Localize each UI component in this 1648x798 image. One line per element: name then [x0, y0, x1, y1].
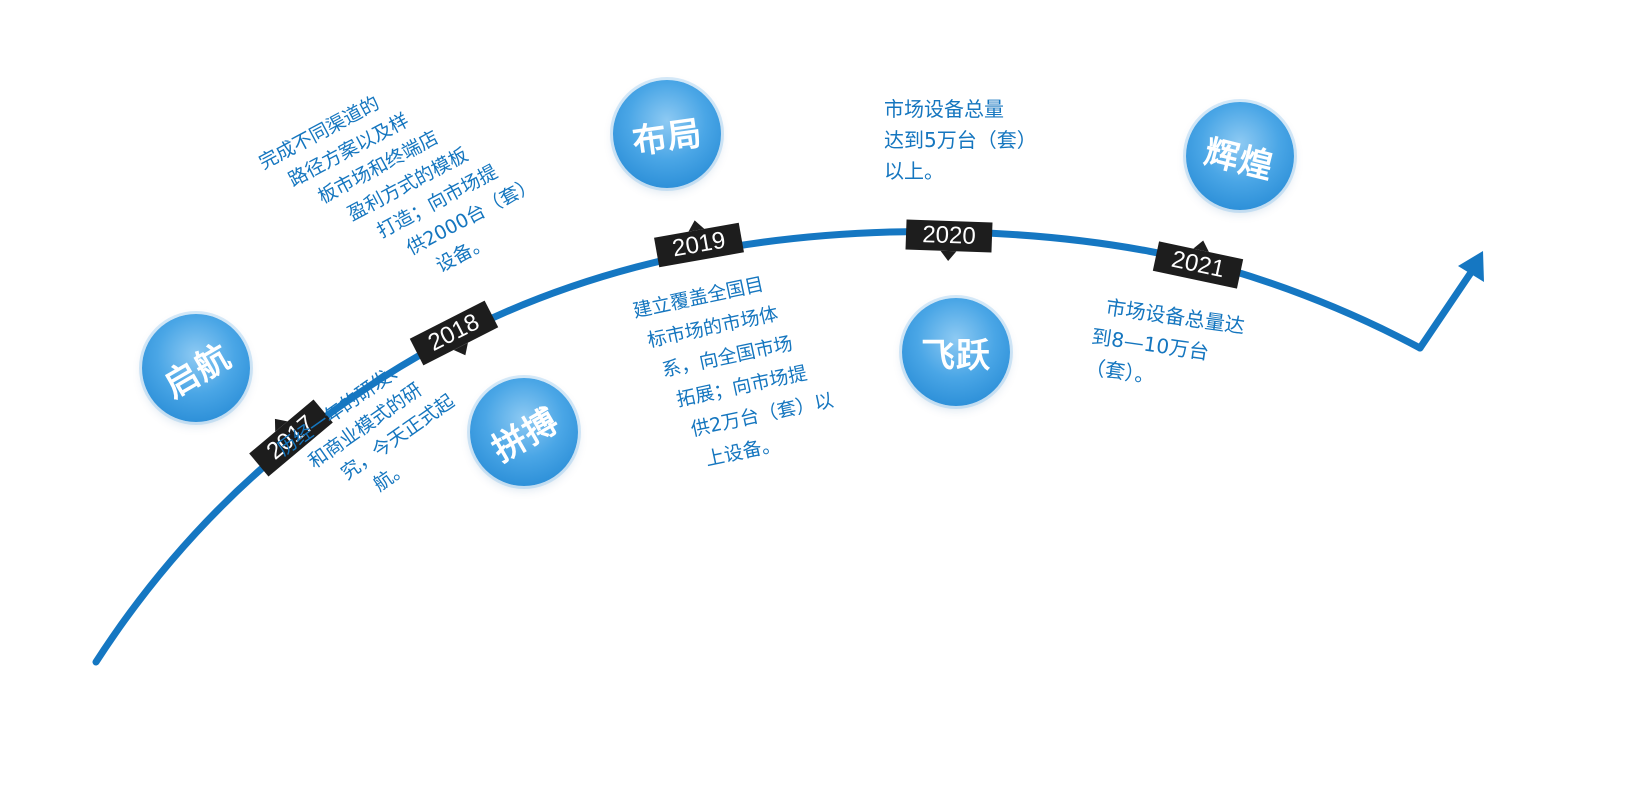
- milestone-bubble-2021: 辉煌: [1186, 102, 1294, 210]
- description-line: 达到5万台（套）: [884, 128, 1037, 152]
- milestone-bubble-2019: 布局: [613, 80, 721, 188]
- milestone-bubble-2018: 拼搏: [470, 378, 578, 486]
- milestone-title: 飞跃: [921, 335, 991, 376]
- year-label: 2020: [921, 221, 977, 250]
- year-tag-2020: 2020: [905, 219, 993, 253]
- milestone-title: 拼搏: [485, 400, 567, 470]
- milestone-description-2020: 市场设备总量 达到5万台（套） 以上。: [884, 94, 1037, 187]
- description-line: 市场设备总量: [884, 97, 1004, 121]
- milestone-description-2021: 市场设备总量达 到8—10万台 （套）。: [1084, 292, 1247, 404]
- arrow-shaft: [1416, 264, 1478, 352]
- milestone-bubble-2020: 飞跃: [902, 298, 1010, 406]
- milestone-title: 启航: [157, 336, 239, 406]
- milestone-title: 布局: [630, 112, 705, 163]
- arrow-head-icon: [1458, 251, 1484, 282]
- milestone-title: 辉煌: [1200, 131, 1278, 188]
- description-line: 以上。: [884, 159, 944, 183]
- milestone-bubble-2017: 启航: [142, 314, 250, 422]
